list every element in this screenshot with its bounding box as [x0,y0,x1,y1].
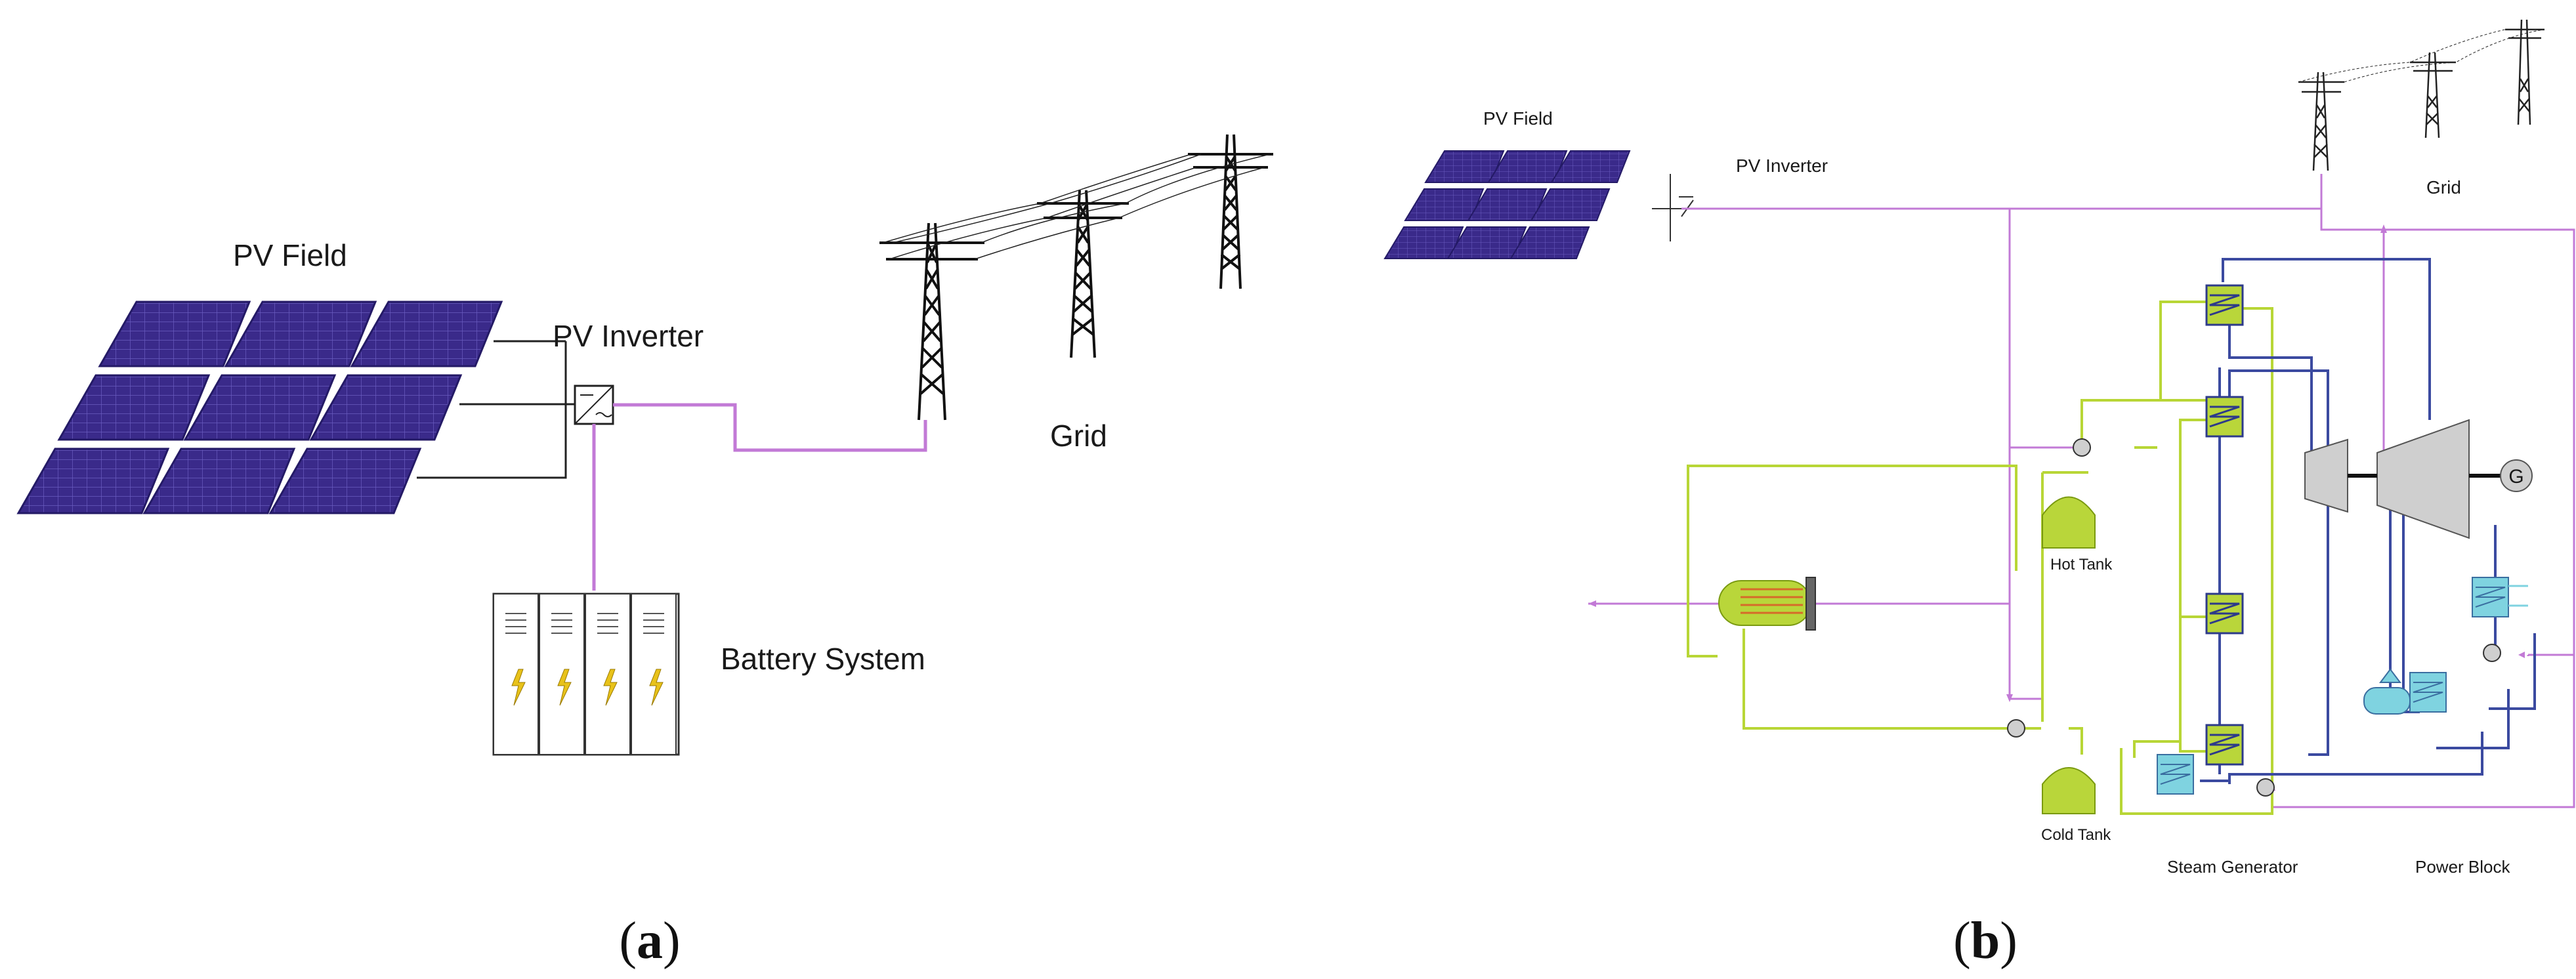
hot-tank-icon [2042,496,2096,549]
pv-inverter-icon [574,385,614,425]
battery-system-icon [492,593,680,756]
battery-system-label: Battery System [721,642,925,676]
pv-field-label: PV Field [233,238,347,272]
caption-a-letter: a [637,912,663,970]
pv-field-array [16,301,503,514]
deaerator-icon [2363,668,2411,715]
grid-label-b: Grid [2426,177,2461,198]
feedwater-heater-icons [2157,672,2447,795]
grid-towers-icon-b [2298,19,2545,171]
pv-field-array-b [1383,150,1631,259]
grid-connection-line [613,403,927,452]
salt-pump-icons [2007,438,2501,797]
caption-b-letter: b [1971,912,2000,970]
receiver-icon [1718,577,1816,631]
pv-inverter-icon-b [1652,174,1694,241]
caption-a: (a) [619,912,680,970]
pv-inverter-label-b: PV Inverter [1736,156,1828,176]
panel-b: PV Field PV Inverter Grid [1288,0,2576,979]
cold-tank-label: Cold Tank [2041,826,2111,844]
power-block-label: Power Block [2415,857,2510,877]
grid-wires [882,154,1271,260]
panel-b-diagram: PV Field PV Inverter Grid [1383,19,2575,970]
panel-a: PV Field PV Inverter Grid [16,134,1273,970]
steam-generator-hx [2205,284,2244,766]
generator-icon: G [2500,459,2533,492]
generator-label: G [2508,466,2523,488]
steam-turbine-icon [2304,419,2502,539]
pv-field-label-b: PV Field [1483,108,1553,129]
grid-towers-icon [879,134,1273,421]
pv-inverter-label: PV Inverter [553,319,704,353]
cold-tank-icon [2042,767,2096,814]
steam-generator-label: Steam Generator [2167,857,2298,877]
molten-salt-lines [1687,301,2273,815]
panel-a-diagram: PV Field PV Inverter Grid [16,134,1273,970]
caption-b: (b) [1953,912,2017,970]
pv-wiring [417,340,575,479]
condenser-icon [2472,577,2528,617]
grid-label: Grid [1050,419,1107,453]
hot-tank-label: Hot Tank [2050,556,2113,573]
